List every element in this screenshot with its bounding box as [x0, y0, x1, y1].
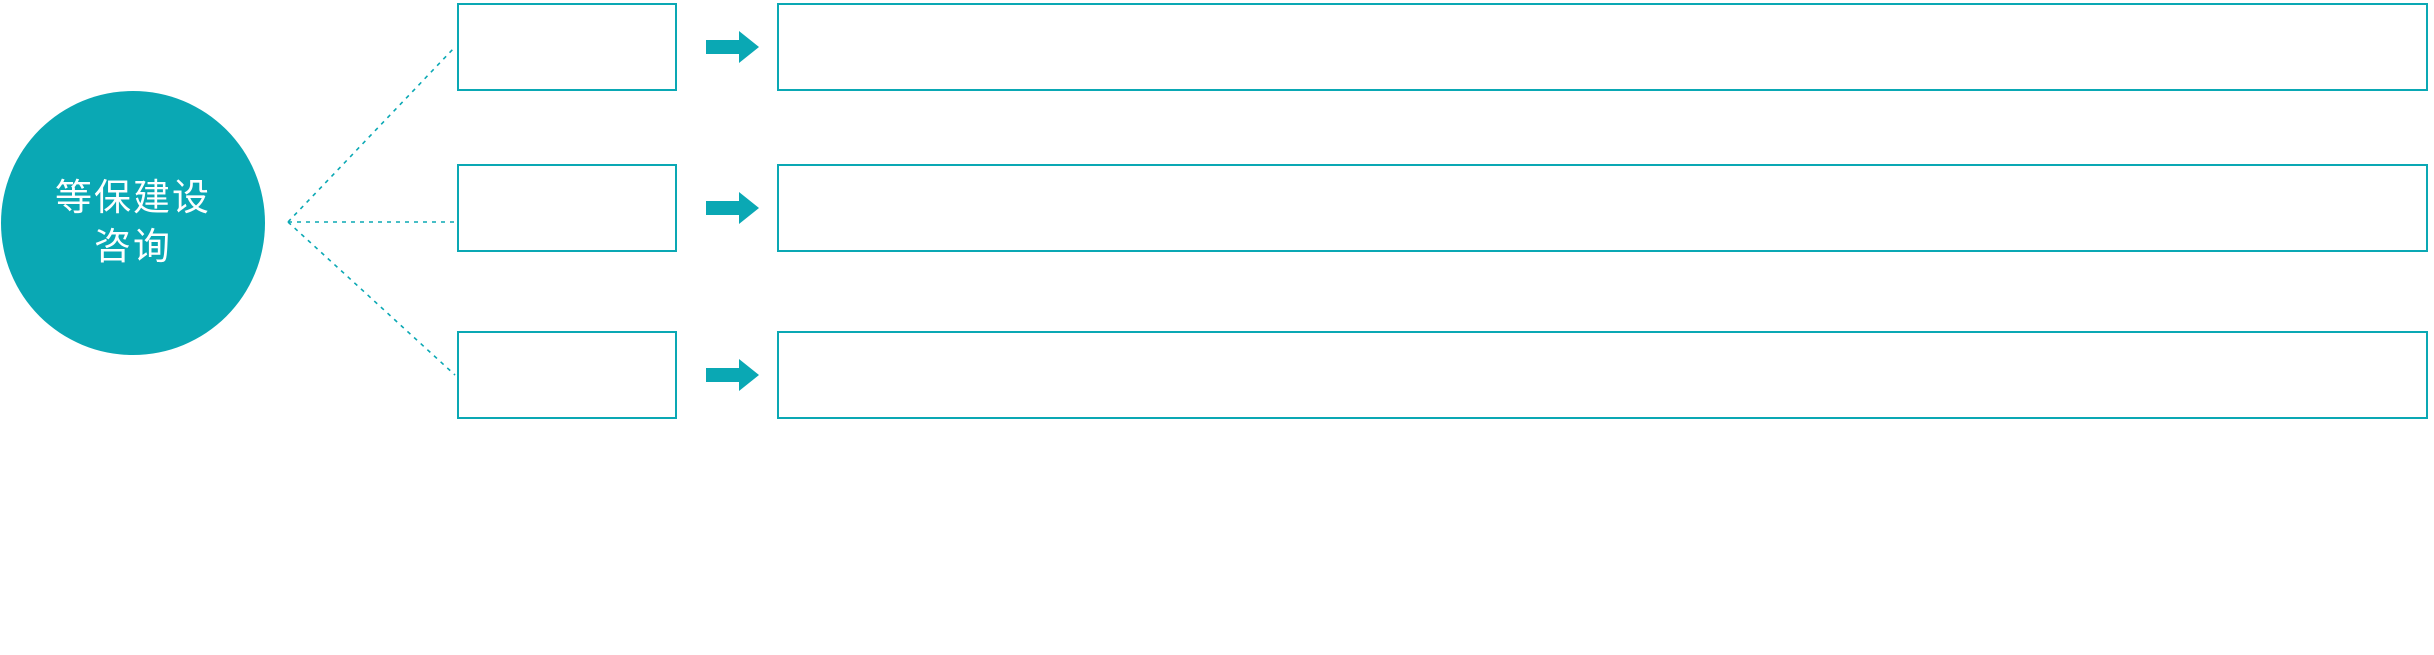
hub-circle[interactable]: 等保建设 咨询 — [1, 91, 265, 355]
flow-row-2 — [0, 164, 2434, 252]
stage-box-2[interactable] — [457, 164, 677, 252]
hub-title-line-1: 等保建设 — [55, 177, 211, 219]
detail-box-2[interactable] — [777, 164, 2428, 252]
right-block-arrow-icon-2 — [706, 192, 759, 224]
detail-box-3[interactable] — [777, 331, 2428, 419]
stage-box-1[interactable] — [457, 3, 677, 91]
hub-title-line-2: 咨询 — [94, 226, 172, 267]
flow-row-1 — [0, 3, 2434, 91]
stage-box-3[interactable] — [457, 331, 677, 419]
detail-box-1[interactable] — [777, 3, 2428, 91]
right-block-arrow-icon-1 — [706, 31, 759, 63]
flow-row-3 — [0, 331, 2434, 419]
right-block-arrow-icon-3 — [706, 359, 759, 391]
